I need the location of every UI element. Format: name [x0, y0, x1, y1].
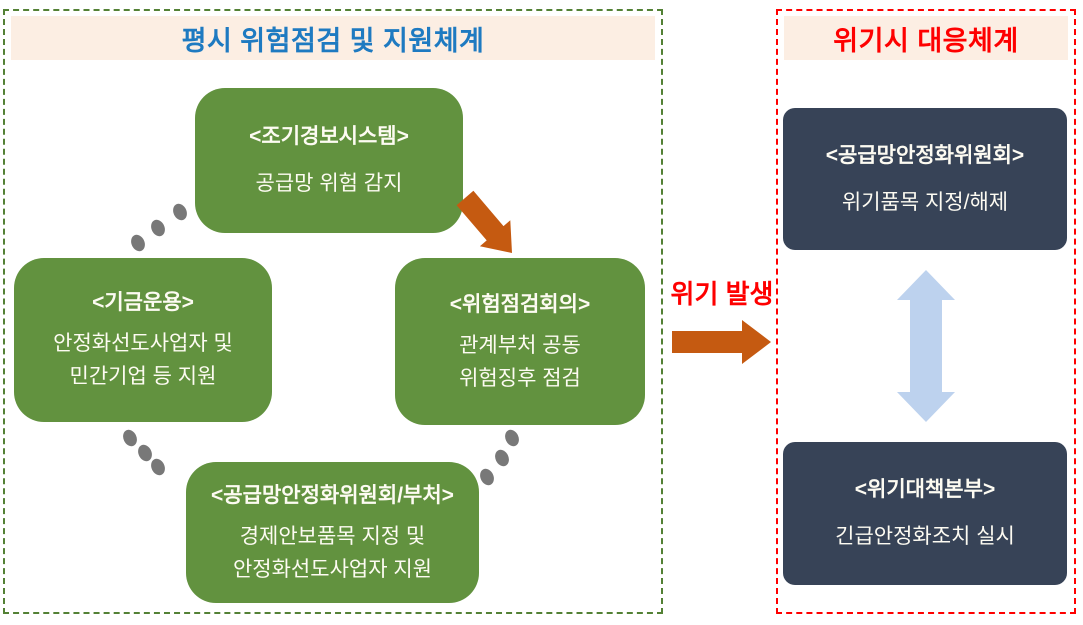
early-warning-heading: <조기경보시스템> [249, 125, 409, 149]
committee-ministries-heading: <공급망안정화위원회/부처> [211, 483, 454, 507]
supply-chain-committee-heading: <공급망안정화위원회> [825, 143, 1025, 167]
risk-check-meeting-body: 관계부처 공동 위험징후 점검 [459, 330, 581, 395]
fund-operation-body-line1: 안정화선도사업자 및 [53, 332, 233, 356]
early-warning-body: 공급망 위험 감지 [255, 172, 403, 196]
risk-check-meeting-body-line1: 관계부처 공동 [459, 333, 581, 357]
peacetime-panel: 평시 위험점검 및 지원체계 [3, 9, 663, 614]
fund-operation-body-line2: 민간기업 등 지원 [69, 365, 217, 388]
committee-ministries-body-line2: 안정화선도사업자 지원 [232, 557, 433, 581]
peacetime-panel-title: 평시 위험점검 및 지원체계 [181, 25, 485, 56]
fund-operation-box: <기금운용> 안정화선도사업자 및 민간기업 등 지원 [14, 258, 272, 422]
crisis-panel-title: 위기시 대응체계 [833, 25, 1019, 56]
risk-check-meeting-heading: <위험점검회의> [449, 292, 591, 316]
fund-operation-heading: <기금운용> [92, 291, 194, 315]
crisis-title-band: 위기시 대응체계 [784, 16, 1068, 60]
orange-right-arrow-icon [672, 320, 771, 364]
committee-ministries-box: <공급망안정화위원회/부처> 경제안보품목 지정 및 안정화선도사업자 지원 [186, 462, 479, 603]
supply-chain-committee-body: 위기품목 지정/해제 [841, 190, 1009, 214]
peacetime-title-band: 평시 위험점검 및 지원체계 [11, 16, 655, 60]
risk-check-meeting-box: <위험점검회의> 관계부처 공동 위험징후 점검 [395, 258, 645, 425]
crisis-headquarters-heading: <위기대책본부> [854, 478, 996, 502]
crisis-headquarters-box: <위기대책본부> 긴급안정화조치 실시 [783, 442, 1067, 585]
fund-operation-body: 안정화선도사업자 및 민간기업 등 지원 [53, 328, 233, 393]
crisis-headquarters-body: 긴급안정화조치 실시 [835, 525, 1015, 549]
committee-ministries-body: 경제안보품목 지정 및 안정화선도사업자 지원 [233, 521, 432, 586]
risk-check-meeting-body-line2: 위험징후 점검 [459, 366, 581, 390]
early-warning-system-box: <조기경보시스템> 공급망 위험 감지 [195, 88, 463, 233]
crisis-panel: 위기시 대응체계 [776, 9, 1076, 614]
crisis-occurrence-label: 위기 발생 [670, 279, 774, 309]
supply-chain-committee-box: <공급망안정화위원회> 위기품목 지정/해제 [783, 108, 1067, 250]
committee-ministries-body-line1: 경제안보품목 지정 및 [239, 524, 426, 548]
